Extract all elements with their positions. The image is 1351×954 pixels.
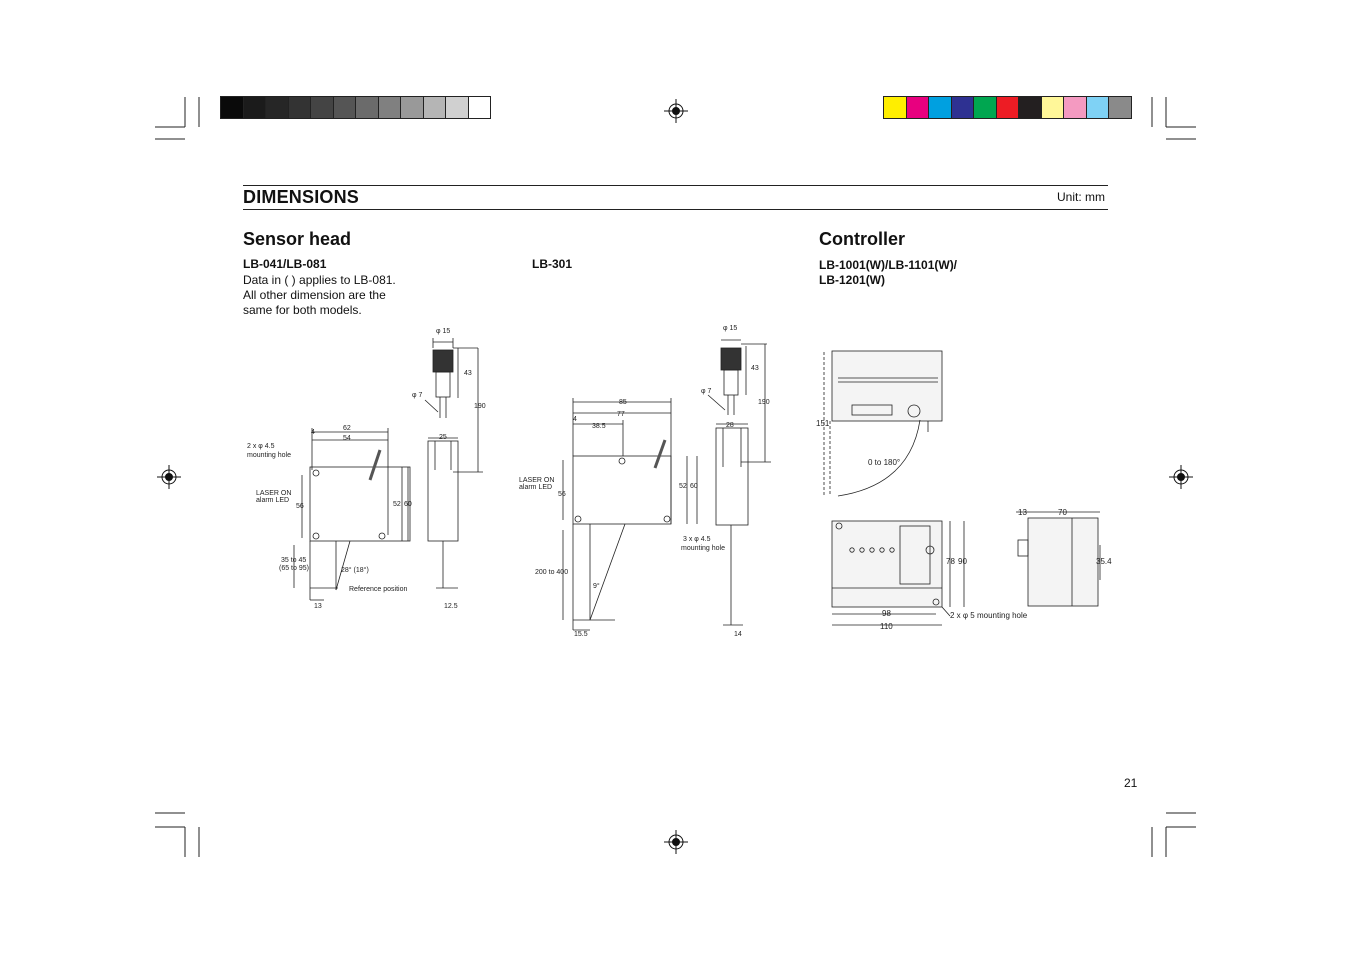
dim-label: 52: [393, 501, 401, 508]
color-swatch: [467, 96, 491, 119]
dim-label: 4: [311, 429, 315, 436]
color-swatch: [422, 96, 446, 119]
dim-label: LASER ON: [256, 490, 291, 497]
drawing-lb041: φ 15 43 φ 7 190 62 54 25 4 2 x φ 4.5 mou…: [247, 328, 486, 610]
color-swatch: [1063, 96, 1087, 119]
registration-target-left: [157, 465, 181, 489]
color-swatch: [242, 96, 266, 119]
dim-label: 35.4: [1096, 557, 1112, 566]
dim-label: 15.5: [574, 631, 588, 638]
dim-label: 62: [343, 425, 351, 432]
model-line: LB-1001(W)/LB-1101(W)/: [819, 258, 958, 272]
dim-label: (65 to 95): [279, 565, 309, 572]
dim-label: 190: [758, 399, 770, 406]
dim-label: 25: [439, 434, 447, 441]
dim-label: 60: [404, 501, 412, 508]
color-swatch: [310, 96, 334, 119]
dim-label: 2 x φ 5 mounting hole: [950, 611, 1028, 620]
note-line: same for both models.: [243, 303, 362, 317]
dim-label: mounting hole: [681, 545, 725, 552]
dim-label: φ 15: [436, 328, 450, 335]
dim-label: 43: [464, 370, 472, 377]
dim-label: 78: [946, 557, 955, 566]
color-swatch: [995, 96, 1019, 119]
dim-label: 0 to 180°: [868, 458, 900, 467]
dim-label: 70: [1058, 508, 1067, 517]
color-swatch: [1085, 96, 1109, 119]
dim-label: 190: [474, 403, 486, 410]
color-swatch: [973, 96, 997, 119]
dim-label: Reference position: [349, 586, 407, 593]
note-line: All other dimension are the: [243, 288, 386, 302]
dim-label: 28° (18°): [341, 566, 369, 574]
dim-label: φ 15: [723, 325, 737, 332]
dim-label: 35 to 45: [281, 557, 306, 564]
dim-label: 38.5: [592, 423, 606, 430]
dim-label: 13: [314, 603, 322, 610]
drawing-controller: 151 0 to 180° 78 90 98 110 2 x φ 5 mount…: [816, 350, 1112, 631]
dim-label: alarm LED: [256, 497, 289, 504]
dim-label: 52: [679, 483, 687, 490]
color-swatch: [377, 96, 401, 119]
controller-model-title: LB-1001(W)/LB-1101(W)/ LB-1201(W): [819, 258, 957, 288]
color-swatch: [883, 96, 907, 119]
dim-label: 4: [573, 416, 577, 423]
color-swatch: [220, 96, 244, 119]
dim-label: 14: [734, 631, 742, 638]
model-lb301-title: LB-301: [532, 257, 573, 271]
controller-heading: Controller: [819, 229, 906, 249]
color-swatch: [1040, 96, 1064, 119]
dim-label: alarm LED: [519, 484, 552, 491]
dim-label: mounting hole: [247, 452, 291, 459]
dim-label: 28: [726, 422, 734, 429]
dim-label: 110: [880, 622, 893, 631]
dim-label: 90: [958, 557, 967, 566]
dim-label: 2 x φ 4.5: [247, 443, 275, 450]
header-top-rule: [243, 185, 1108, 186]
color-swatch: [287, 96, 311, 119]
note-line: Data in ( ) applies to LB-081.: [243, 273, 396, 287]
unit-note: Unit: mm: [1057, 190, 1105, 204]
page-title: DIMENSIONS: [243, 187, 360, 207]
model-lb041-note: Data in ( ) applies to LB-081. All other…: [243, 273, 396, 318]
dim-label: LASER ON: [519, 477, 554, 484]
dim-label: 200 to 400: [535, 569, 568, 576]
dim-label: 60: [690, 483, 698, 490]
dim-label: φ 7: [412, 392, 422, 399]
dim-label: 43: [751, 365, 759, 372]
registration-target-bottom: [664, 830, 688, 854]
dim-label: 85: [619, 399, 627, 406]
dim-label: 56: [296, 503, 304, 510]
sensor-head-heading: Sensor head: [243, 229, 352, 249]
color-swatch: [400, 96, 424, 119]
dim-label: 12.5: [444, 603, 458, 610]
color-swatch: [928, 96, 952, 119]
color-swatch: [445, 96, 469, 119]
registration-target-top: [664, 99, 688, 123]
color-swatch: [1018, 96, 1042, 119]
dim-label: 56: [558, 491, 566, 498]
color-swatch: [332, 96, 356, 119]
page-number: 21: [1124, 776, 1138, 790]
header-bottom-rule: [243, 209, 1108, 210]
drawing-lb301: φ 15 43 φ 7 190 85 77 4 38.5 28 LASER ON…: [519, 325, 771, 638]
model-line: LB-1201(W): [819, 273, 886, 287]
dim-label: φ 7: [701, 388, 711, 395]
dim-label: 13: [1018, 508, 1027, 517]
dim-label: 151: [816, 419, 830, 428]
color-swatch: [1108, 96, 1132, 119]
color-swatch: [950, 96, 974, 119]
color-swatch: [355, 96, 379, 119]
dim-label: 9°: [593, 582, 600, 590]
color-swatch: [905, 96, 929, 119]
model-lb041-title: LB-041/LB-081: [243, 257, 327, 271]
dim-label: 54: [343, 435, 351, 442]
color-swatch: [265, 96, 289, 119]
dim-label: 98: [882, 609, 891, 618]
dim-label: 3 x φ 4.5: [683, 536, 711, 543]
registration-target-right: [1169, 465, 1193, 489]
dim-label: 77: [617, 411, 625, 418]
